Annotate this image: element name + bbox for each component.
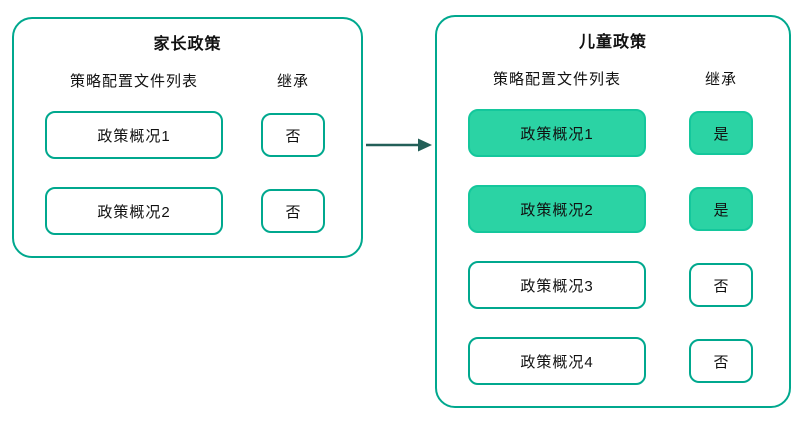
parent-inherit-box-1: 否: [261, 113, 325, 157]
parent-policy-title: 家长政策: [153, 36, 222, 53]
parent-profile-box-2: 政策概况2: [45, 187, 223, 235]
child-profiles-column-header: 策略配置文件列表: [492, 71, 621, 88]
child-inherit-box-3: 否: [689, 263, 753, 307]
parent-profile-box-1: 政策概况1: [45, 111, 223, 159]
inheritance-arrow-icon: [366, 138, 432, 152]
child-policy-panel: 儿童政策 策略配置文件列表 继承 政策概况1 是 政策概况2 是 政策概况3 否…: [435, 15, 791, 408]
child-inherit-box-1: 是: [689, 111, 753, 155]
parent-column-headers: 策略配置文件列表 继承: [14, 72, 361, 91]
child-column-headers: 策略配置文件列表 继承: [437, 70, 789, 89]
inheritance-arrow: [364, 131, 434, 159]
child-inherit-box-2: 是: [689, 187, 753, 231]
parent-profiles-column-header: 策略配置文件列表: [69, 73, 198, 90]
child-policy-row-3: 政策概况3 否: [437, 261, 789, 309]
child-policy-row-4: 政策概况4 否: [437, 337, 789, 385]
child-profile-box-3: 政策概况3: [468, 261, 646, 309]
parent-policy-row-1: 政策概况1 否: [14, 111, 361, 159]
child-profile-box-4: 政策概况4: [468, 337, 646, 385]
child-policy-row-2: 政策概况2 是: [437, 185, 789, 233]
parent-policy-panel: 家长政策 策略配置文件列表 继承 政策概况1 否 政策概况2 否: [12, 17, 363, 258]
child-inherit-box-4: 否: [689, 339, 753, 383]
child-profile-box-1: 政策概况1: [468, 109, 646, 157]
parent-policy-row-2: 政策概况2 否: [14, 187, 361, 235]
child-policy-row-1: 政策概况1 是: [437, 109, 789, 157]
child-policy-title: 儿童政策: [578, 34, 647, 51]
child-inheritance-column-header: 继承: [704, 71, 737, 88]
child-profile-box-2: 政策概况2: [468, 185, 646, 233]
parent-inherit-box-2: 否: [261, 189, 325, 233]
parent-inheritance-column-header: 继承: [276, 73, 309, 90]
